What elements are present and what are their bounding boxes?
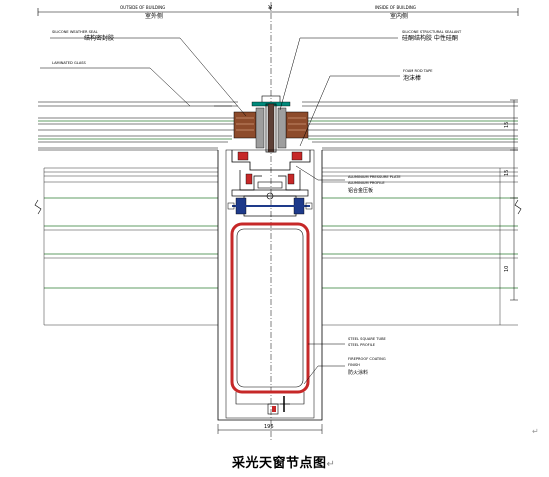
inside-label-cn: 室内侧: [390, 12, 408, 20]
callout-4-cn: 泡沫棒: [403, 74, 421, 82]
callout-5-en2: ALUMINIUM PROFILE: [348, 181, 385, 185]
callout-6-en2: STEEL PROFILE: [348, 343, 376, 347]
callout-7-en: FIREPROOF COATING: [348, 357, 386, 361]
inside-label-en: INSIDE OF BUILDING: [375, 5, 416, 10]
glass-interlayer: [38, 120, 518, 289]
callout-3-cn: 硅酮结构胶 中性硅酮: [402, 34, 458, 42]
callout-5-cn: 铝合金压板: [348, 187, 373, 194]
caption-return-mark: ↵: [326, 459, 336, 470]
drawing-title: 采光天窗节点图: [232, 456, 327, 471]
callout-7-cn: 防火涂料: [348, 369, 368, 376]
callout-2-en: LAMINATED GLASS: [52, 61, 87, 65]
callout-7-en2: FINISH: [348, 363, 360, 367]
callout-3-en: SILICONE STRUCTURAL SEALANT: [402, 30, 462, 34]
callout-5-en: ALUMINIUM PRESSURE PLATE: [348, 175, 401, 179]
dim-right-c: 10: [504, 266, 510, 272]
dim-right-b: 15: [504, 170, 510, 176]
right-dimensions: [510, 99, 518, 301]
callout-labels: SILICONE WEATHER SEAL 结构密封胶 LAMINATED GL…: [52, 30, 462, 376]
steel-tube-section: [217, 149, 323, 421]
pressure-plate-assembly: [227, 95, 313, 217]
callout-leaders: [40, 37, 400, 385]
dim-bottom: 196: [264, 424, 274, 430]
outside-label-cn: 室外侧: [145, 12, 163, 20]
callout-6-en: STEEL SQUARE TUBE: [348, 337, 387, 341]
outside-label-en: OUTSIDE OF BUILDING: [120, 5, 165, 10]
center-mark: ¥: [268, 4, 273, 12]
top-dimension: [37, 2, 519, 440]
callout-4-en: FOAM ROD TAPE: [403, 69, 433, 73]
lower-panel-lines: [43, 167, 518, 326]
callout-1-en: SILICONE WEATHER SEAL: [52, 30, 98, 34]
bottom-dimension: [217, 424, 323, 434]
dim-right-a: 15: [504, 122, 510, 128]
callout-1-cn: 结构密封胶: [84, 34, 114, 42]
drawing-caption: 采光天窗节点图↵: [232, 452, 335, 471]
break-marks: [34, 199, 522, 215]
return-mark-right: ↵: [532, 427, 539, 436]
glass-panels: [38, 101, 518, 151]
